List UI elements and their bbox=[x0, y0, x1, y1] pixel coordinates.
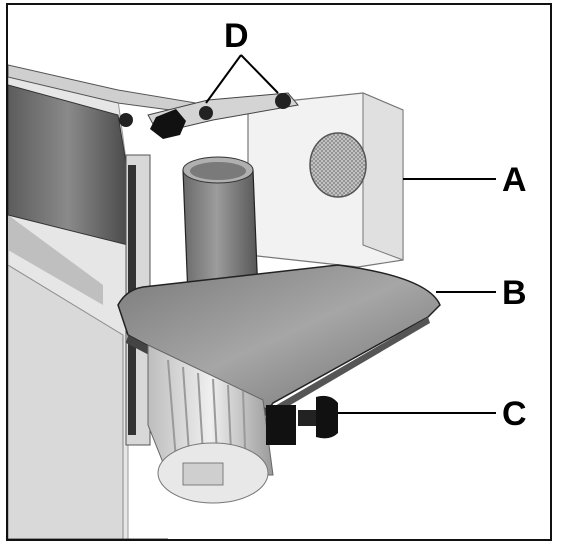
callout-a: A bbox=[502, 161, 527, 199]
callout-c: C bbox=[502, 395, 527, 433]
figure-frame: D A B C bbox=[6, 3, 552, 541]
callout-d: D bbox=[224, 17, 249, 55]
machine-photo bbox=[8, 5, 550, 539]
callout-b: B bbox=[502, 274, 527, 312]
